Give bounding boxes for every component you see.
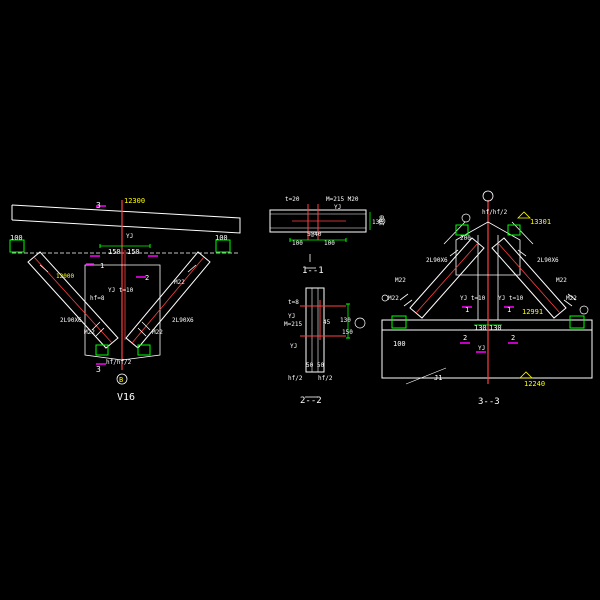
yj-t10: YJ t=10 <box>108 287 134 294</box>
thk: 5@40 <box>307 231 322 238</box>
dim-130b: 130 <box>489 324 502 332</box>
d45: 45 <box>323 319 331 326</box>
dim-100-right: 100 <box>215 234 228 242</box>
angle-right-33: 2L90X6 <box>537 257 559 264</box>
elev-side: 12000 <box>56 273 74 280</box>
hf-note: hf=8 <box>90 295 105 302</box>
yj-t10-right: YJ t=10 <box>498 295 524 302</box>
mark-2-right-33: 2 <box>511 334 515 342</box>
bolt-mid: M22 <box>174 279 185 286</box>
yj-22: YJ <box>288 313 295 320</box>
dim-130: 130 <box>372 219 383 226</box>
detail-2-2: t=8 YJ M=215 45 130 150 50 50 hf/2 hf/2 … <box>284 287 366 406</box>
bottom-chord-web <box>381 329 593 379</box>
detail-v16: 3 12300 100 100 150 150 1 2 YJ YJ t=10 1… <box>9 197 241 403</box>
dim-100-33: 100 <box>393 340 406 348</box>
angle-left-33: 2L90X6 <box>426 257 448 264</box>
diagonal-right <box>125 251 211 349</box>
member-yj: YJ <box>126 233 133 240</box>
section-mark-top: 3 <box>96 201 101 210</box>
mark-yj-22: YJ <box>290 343 297 350</box>
dim-130a: 130 <box>474 324 487 332</box>
axis-label: B <box>119 376 123 384</box>
diagonal-left <box>27 251 119 349</box>
top-chord <box>11 204 241 234</box>
weld-left: hf/2 <box>288 375 303 382</box>
yj-11: YJ <box>334 204 341 211</box>
mark-yj-33: YJ <box>478 345 485 352</box>
d130: 130 <box>340 317 351 324</box>
d50: 50 50 <box>306 362 324 369</box>
detail-3-3: hf/hf/2 13301 200 2L90X6 2L90X6 M22 M22 … <box>381 190 593 407</box>
dim-100a: 100 <box>292 240 303 247</box>
detail-1-1: t=20 M=215 M20 YJ 5@40 100 100 130 100 1… <box>269 196 386 276</box>
mark-1: 1 <box>100 262 104 270</box>
angle-left: 2L90X6 <box>60 317 82 324</box>
bolt-r1: M22 <box>556 277 567 284</box>
section-mark-bottom: 3 <box>96 365 101 374</box>
axis-circle <box>116 373 128 385</box>
bolt-right: M22 <box>152 329 163 336</box>
dim-150-right: 150 <box>127 248 140 256</box>
dim-100b: 100 <box>324 240 335 247</box>
dim-200: 200 <box>460 235 471 242</box>
title-3-3: 3--3 <box>478 397 500 407</box>
mark-1-right-33: 1 <box>507 306 511 314</box>
mark-2: 2 <box>145 274 149 282</box>
weld-right: hf/2 <box>318 375 333 382</box>
elev-bottom-33: 12240 <box>524 380 545 388</box>
mark-1-left-33: 1 <box>465 306 469 314</box>
bolt-r2: M22 <box>566 295 577 302</box>
elev-top: 12300 <box>124 197 145 205</box>
angle-right: 2L90X6 <box>172 317 194 324</box>
t20: t=20 <box>285 196 300 203</box>
m215: M=215 <box>284 321 302 328</box>
elev-top-33: 13301 <box>530 218 551 226</box>
title-1-1: 1--1 <box>302 266 324 276</box>
stud: M=215 M20 <box>326 196 359 203</box>
dim-100c: 100 <box>379 215 386 226</box>
weld-top-33: hf/hf/2 <box>482 209 508 216</box>
bolt-l2: M22 <box>388 295 399 302</box>
title-v16: V16 <box>117 392 135 403</box>
bolt-left: M22 <box>84 329 95 336</box>
title-2-2: 2--2 <box>300 396 322 406</box>
mark-2-left-33: 2 <box>463 334 467 342</box>
t8: t=8 <box>288 299 299 306</box>
dim-100-left: 100 <box>10 234 23 242</box>
yj-t10-left: YJ t=10 <box>460 295 486 302</box>
bolt-l1: M22 <box>395 277 406 284</box>
dim-150-left: 150 <box>108 248 121 256</box>
label-j1: J1 <box>434 374 442 382</box>
d150: 150 <box>342 329 353 336</box>
gusset-plate <box>84 264 161 361</box>
bottom-weld: hf/hf/2 <box>106 359 132 366</box>
elev-mid-33: 12991 <box>522 308 543 316</box>
